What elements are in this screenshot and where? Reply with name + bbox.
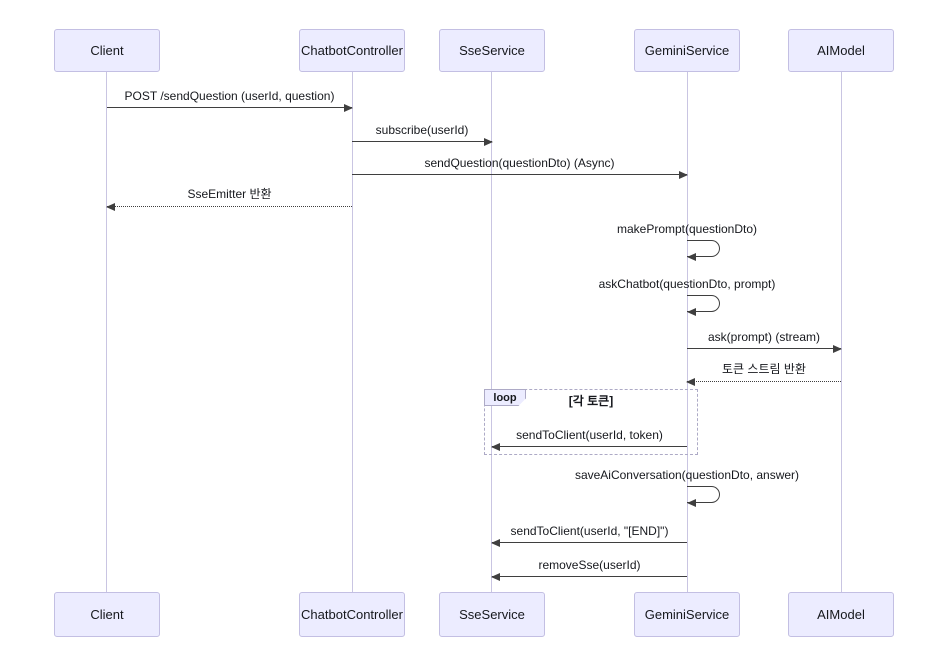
lifeline-aimodel (841, 72, 842, 592)
message-line (492, 542, 687, 543)
actor-label: AIModel (817, 43, 865, 58)
actor-box-client-top: Client (54, 29, 160, 72)
loop-label: loop (493, 391, 517, 404)
arrowhead-right-icon (484, 138, 493, 146)
message-label: makePrompt(questionDto) (616, 222, 758, 236)
actor-label: Client (90, 607, 124, 622)
lifeline-client (106, 72, 107, 592)
arrowhead-left-icon (687, 253, 696, 261)
actor-box-sseservice-top: SseService (439, 29, 545, 72)
message-line (492, 446, 687, 447)
actor-box-aimodel-bottom: AIModel (788, 592, 894, 637)
actor-label: ChatbotController (301, 43, 403, 58)
message-label: ask(prompt) (stream) (707, 330, 820, 344)
message-label: askChatbot(questionDto, prompt) (598, 277, 776, 291)
message-sseemitter-return: SseEmitter 반환 (106, 187, 352, 211)
message-line (107, 206, 352, 207)
arrowhead-left-icon (687, 308, 696, 316)
actor-box-sseservice-bottom: SseService (439, 592, 545, 637)
message-line (352, 141, 492, 142)
message-label: sendToClient(userId, token) (516, 428, 663, 442)
actor-label: Client (90, 43, 124, 58)
self-message-makeprompt: makePrompt(questionDto) (527, 222, 847, 261)
self-message-askchatbot: askChatbot(questionDto, prompt) (527, 277, 847, 316)
arrowhead-left-icon (491, 573, 500, 581)
arrowhead-left-icon (687, 499, 696, 507)
actor-label: SseService (459, 43, 525, 58)
self-loop-curve (687, 486, 720, 503)
message-label: subscribe(userId) (375, 123, 469, 137)
message-ask-stream: ask(prompt) (stream) (687, 329, 842, 353)
self-message-saveaiconversation: saveAiConversation(questionDto, answer) (527, 468, 847, 507)
actor-box-geminiservice-top: GeminiService (634, 29, 740, 72)
message-label: 토큰 스트림 반환 (722, 362, 806, 376)
message-line (107, 107, 352, 108)
actor-box-chatbotcontroller-top: ChatbotController (299, 29, 405, 72)
message-removesse: removeSse(userId) (491, 557, 687, 581)
message-line (492, 576, 687, 577)
lifeline-geminiservice (687, 72, 688, 592)
message-sendtoclient-end: sendToClient(userId, "[END]") (491, 523, 687, 547)
message-label: POST /sendQuestion (userId, question) (124, 89, 335, 103)
self-loop-curve (687, 240, 720, 257)
actor-label: GeminiService (644, 607, 730, 622)
message-line (352, 174, 687, 175)
message-label: removeSse(userId) (538, 558, 641, 572)
arrowhead-right-icon (679, 171, 688, 179)
loop-condition: [각 토큰] (568, 394, 614, 408)
actor-label: AIModel (817, 607, 865, 622)
lifeline-chatbotcontroller (352, 72, 353, 592)
message-post-sendquestion: POST /sendQuestion (userId, question) (107, 88, 353, 112)
actor-label: ChatbotController (301, 607, 403, 622)
arrowhead-right-icon (833, 345, 842, 353)
loop-fragment: loop [각 토큰] (484, 389, 698, 455)
actor-box-chatbotcontroller-bottom: ChatbotController (299, 592, 405, 637)
arrowhead-left-icon (686, 378, 695, 386)
arrowhead-left-icon (491, 539, 500, 547)
message-label: sendQuestion(questionDto) (Async) (424, 156, 615, 170)
self-loop-curve (687, 295, 720, 312)
message-sendquestion-async: sendQuestion(questionDto) (Async) (352, 155, 688, 179)
actor-box-aimodel-top: AIModel (788, 29, 894, 72)
arrowhead-right-icon (344, 104, 353, 112)
arrowhead-left-icon (491, 443, 500, 451)
actor-box-client-bottom: Client (54, 592, 160, 637)
message-label: saveAiConversation(questionDto, answer) (574, 468, 800, 482)
arrowhead-left-icon (106, 203, 115, 211)
loop-label-tab: loop (484, 389, 526, 406)
message-token-stream-return: 토큰 스트림 반환 (686, 362, 841, 386)
message-label: SseEmitter 반환 (187, 187, 272, 201)
message-label: sendToClient(userId, "[END]") (510, 524, 669, 538)
message-sendtoclient-token: sendToClient(userId, token) (491, 427, 687, 451)
message-line (687, 348, 841, 349)
actor-label: GeminiService (644, 43, 730, 58)
message-line (687, 381, 841, 382)
lifeline-sseservice (491, 72, 492, 592)
actor-box-geminiservice-bottom: GeminiService (634, 592, 740, 637)
actor-label: SseService (459, 607, 525, 622)
message-subscribe: subscribe(userId) (352, 122, 493, 146)
